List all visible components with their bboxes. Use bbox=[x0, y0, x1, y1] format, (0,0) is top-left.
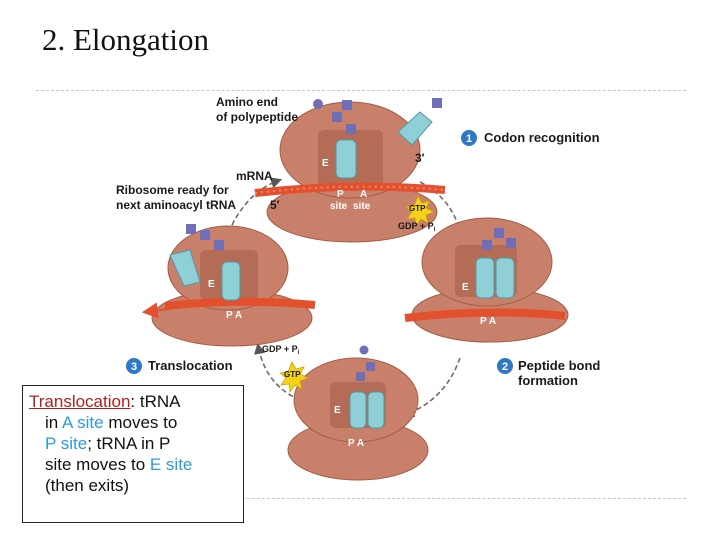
amino-acid bbox=[346, 124, 356, 134]
gtp-label-1: GTP bbox=[409, 204, 426, 213]
site-pa-label-2: P A bbox=[480, 316, 496, 327]
ribosome-bottom bbox=[287, 345, 429, 481]
site-e-label-3: E bbox=[334, 405, 341, 416]
site-pa-label-3: P A bbox=[348, 438, 364, 449]
label-ribosome-ready: Ribosome ready for bbox=[116, 183, 229, 197]
mrna-top bbox=[254, 182, 446, 197]
cycle-arrow-3 bbox=[254, 342, 301, 401]
trna-p-site bbox=[335, 139, 357, 179]
ribosome-right bbox=[404, 217, 569, 343]
step-2-label-1: Peptide bond bbox=[518, 358, 600, 373]
gtp-burst-2 bbox=[279, 361, 309, 394]
step-1: 1 Codon recognition bbox=[461, 130, 600, 146]
step-1-label: Codon recognition bbox=[484, 130, 600, 145]
site-e-label-4: E bbox=[208, 279, 215, 290]
step-2-number: 2 bbox=[502, 361, 508, 373]
site-p-label: P bbox=[337, 189, 344, 200]
callout-a-site: A site bbox=[62, 413, 104, 432]
callout-term: Translocation bbox=[29, 392, 131, 411]
slide-title: 2. Elongation bbox=[42, 22, 210, 57]
ribosome-top bbox=[254, 98, 446, 243]
amino-acid bbox=[332, 112, 342, 122]
divider-top bbox=[36, 90, 686, 91]
ribosome-left bbox=[141, 224, 316, 347]
label-3-prime: 3′ bbox=[415, 151, 425, 165]
incoming-trna bbox=[397, 111, 433, 146]
label-amino-end: Amino end bbox=[216, 95, 278, 109]
site-a-label: A bbox=[360, 189, 367, 200]
amino-acid bbox=[342, 100, 352, 110]
label-gdp-pi-1: GDP + Pi bbox=[398, 221, 436, 233]
step-1-number: 1 bbox=[466, 133, 472, 145]
label-next-aminoacyl: next aminoacyl tRNA bbox=[116, 198, 236, 212]
site-word-1: site bbox=[330, 201, 348, 212]
callout-e-site: E site bbox=[149, 455, 193, 474]
site-e-label: E bbox=[322, 158, 329, 169]
divider-bottom bbox=[36, 498, 686, 499]
step-3-number: 3 bbox=[131, 361, 137, 373]
site-word-2: site bbox=[353, 201, 371, 212]
label-mrna: mRNA bbox=[236, 169, 273, 183]
step-3-label: Translocation bbox=[148, 358, 233, 373]
translocation-callout: Translocation: tRNA in A site moves to P… bbox=[22, 385, 244, 523]
label-5-prime: 5′ bbox=[270, 198, 280, 212]
amino-acid bbox=[432, 98, 442, 108]
mrna-left bbox=[164, 297, 316, 310]
mrna-right bbox=[404, 308, 566, 322]
step-2: 2 Peptide bond formation bbox=[497, 358, 600, 388]
site-e-label-2: E bbox=[462, 282, 469, 293]
gtp-burst-1 bbox=[405, 195, 435, 228]
label-gdp-pi-2: GDP + Pi bbox=[262, 344, 300, 356]
label-of-polypeptide: of polypeptide bbox=[216, 110, 298, 124]
step-2-label-2: formation bbox=[518, 373, 578, 388]
step-3: 3 Translocation bbox=[126, 358, 233, 374]
callout-p-site: P site bbox=[45, 434, 88, 453]
cycle-arrow-4 bbox=[231, 177, 283, 226]
gtp-label-2: GTP bbox=[284, 370, 301, 379]
site-pa-label-4: P A bbox=[226, 310, 242, 321]
